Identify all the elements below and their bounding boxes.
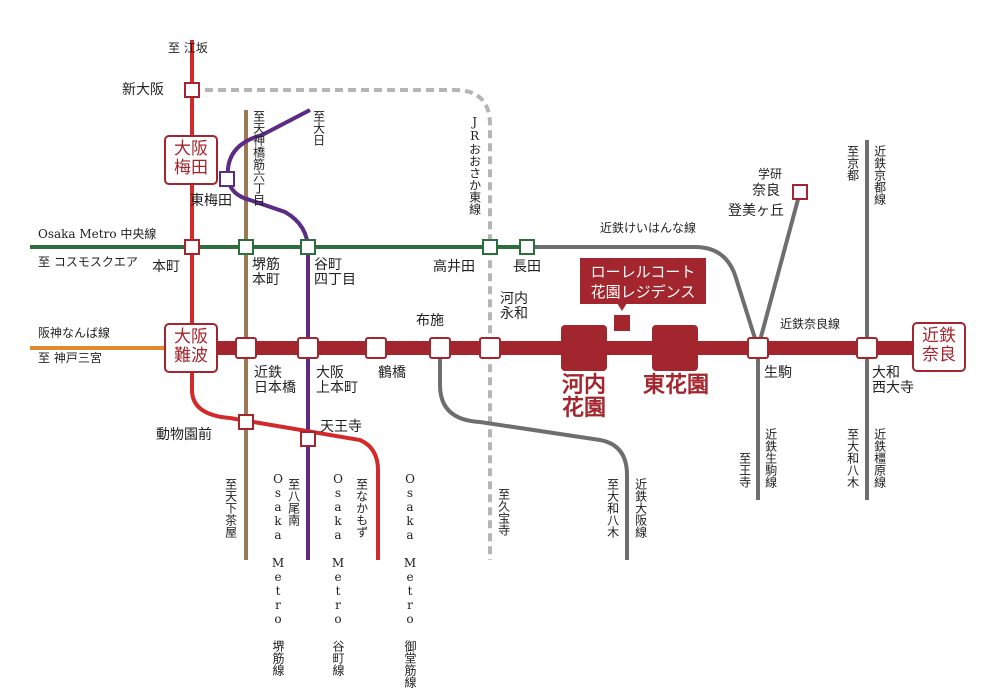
higashi-hanazono-label: 東花園 <box>642 372 709 398</box>
station-fuse[interactable] <box>429 337 451 359</box>
hanshin-line-label: 阪神なんば線 <box>38 326 111 340</box>
station-tsuruhashi[interactable] <box>365 337 387 359</box>
to-kyoto-label: 至京都 <box>845 145 860 181</box>
gakken-label-2: 奈良 <box>752 183 780 199</box>
chuo-line-label: Osaka Metro 中央線 <box>38 227 157 241</box>
jr-osaka-higashi-line <box>192 88 492 560</box>
tennoji-label: 天王寺 <box>320 419 362 435</box>
gakken-line <box>756 191 802 349</box>
tanimachi-line <box>225 108 311 560</box>
yamato-saidaiji-label: 大和 西大寺 <box>872 365 914 397</box>
station-kawachi-hanazono[interactable] <box>561 325 607 371</box>
osaka-line-label: 近鉄大阪線 <box>633 478 648 538</box>
kintetsu-osaka-line <box>438 348 629 560</box>
takaida-label: 高井田 <box>433 259 475 275</box>
to-yao-label: 至八尾南 <box>286 478 301 526</box>
keihanna-line-label: 近鉄けいはんな線 <box>600 221 697 235</box>
ikoma-line-label: 近鉄生駒線 <box>763 428 778 488</box>
fuse-label: 布施 <box>416 313 444 329</box>
station-higashi-umeda[interactable] <box>219 171 235 187</box>
jr-line-label: JRおおさか東線 <box>467 115 482 215</box>
kyoto-line-label: 近鉄京都線 <box>872 145 887 205</box>
dobutsuen-label: 動物園前 <box>156 427 212 443</box>
route-map: 至 江坂 新大阪 大阪 梅田 東梅田 至天神橋筋六丁目 至大日 JRおおさか東線… <box>30 40 966 688</box>
osaka-uehonmachi-label: 大阪 上本町 <box>316 365 358 397</box>
kawachi-eiwa-label: 河内 永和 <box>500 291 528 323</box>
ikoma-label: 生駒 <box>764 365 792 381</box>
midosuji-line <box>190 40 380 560</box>
station-yamato-saidaiji[interactable] <box>856 337 878 359</box>
promo-pointer <box>617 303 627 311</box>
to-tenjinbashi-label: 至天神橋筋六丁目 <box>251 110 266 206</box>
station-takaida[interactable] <box>482 239 498 255</box>
station-tennoji[interactable] <box>300 431 316 447</box>
tanimachi4-label: 谷町 四丁目 <box>314 257 356 289</box>
gakken-label-1: 学研 <box>758 167 783 181</box>
station-tanimachi4[interactable] <box>300 239 316 255</box>
route-lines <box>30 40 920 560</box>
station-shin-osaka[interactable] <box>184 82 200 98</box>
station-nagata[interactable] <box>519 239 535 255</box>
to-tenkachaya-label: 至天下茶屋 <box>223 478 238 538</box>
station-ikoma[interactable] <box>747 337 769 359</box>
station-gakken-nara[interactable] <box>792 184 808 200</box>
to-oji-label: 至王寺 <box>737 452 752 488</box>
property-name-box[interactable]: ローレルコート 花園レジデンス <box>580 258 706 304</box>
shin-osaka-label: 新大阪 <box>122 82 164 98</box>
to-esaka-label: 至 江坂 <box>168 41 208 55</box>
property-marker[interactable] <box>614 315 630 331</box>
to-yamato-yagi-label-1: 至大和八木 <box>605 478 620 538</box>
nagata-label: 長田 <box>513 259 541 275</box>
station-honmachi[interactable] <box>184 239 200 255</box>
tanimachi-line-label: Osaka Metro 谷町線 <box>331 472 345 676</box>
to-nakamozu-label: 至なかもず <box>354 478 369 538</box>
honmachi-label: 本町 <box>152 259 180 275</box>
tsuruhashi-label: 鶴橋 <box>378 365 406 381</box>
station-uehonmachi[interactable] <box>297 337 319 359</box>
osaka-namba-box[interactable]: 大阪 難波 <box>164 323 218 373</box>
higashi-umeda-label: 東梅田 <box>190 193 232 209</box>
to-cosmosquare-label: 至 コスモスクエア <box>38 255 138 269</box>
nara-line-label: 近鉄奈良線 <box>780 317 841 331</box>
station-nipponbashi[interactable] <box>235 337 257 359</box>
kashihara-line-label: 近鉄橿原線 <box>872 428 887 488</box>
sakaisuji-line-label: Osaka Metro 堺筋線 <box>271 472 285 676</box>
station-dobutsuen[interactable] <box>238 414 254 430</box>
midosuji-line-label: Osaka Metro 御堂筋線 <box>403 472 417 688</box>
to-yamato-yagi-label-2: 至大和八木 <box>845 428 860 488</box>
to-dainichi-label: 至大日 <box>311 110 326 146</box>
gakken-label-3: 登美ヶ丘 <box>728 203 784 219</box>
osaka-umeda-box[interactable]: 大阪 梅田 <box>164 135 218 185</box>
keihanna-line <box>527 245 760 349</box>
to-kyuhoji-label: 至久宝寺 <box>496 488 511 536</box>
kawachi-hanazono-label: 河内 花園 <box>561 372 606 422</box>
station-kawachi-eiwa[interactable] <box>479 337 501 359</box>
kintetsu-nipponbashi-label: 近鉄 日本橋 <box>254 365 296 397</box>
to-kobe-label: 至 神戸三宮 <box>38 351 102 365</box>
station-sakaisuji-honmachi[interactable] <box>238 239 254 255</box>
sakaisuji-honmachi-label: 堺筋 本町 <box>252 257 280 289</box>
kintetsu-nara-box[interactable]: 近鉄 奈良 <box>912 322 966 372</box>
station-higashi-hanazono[interactable] <box>652 325 698 371</box>
